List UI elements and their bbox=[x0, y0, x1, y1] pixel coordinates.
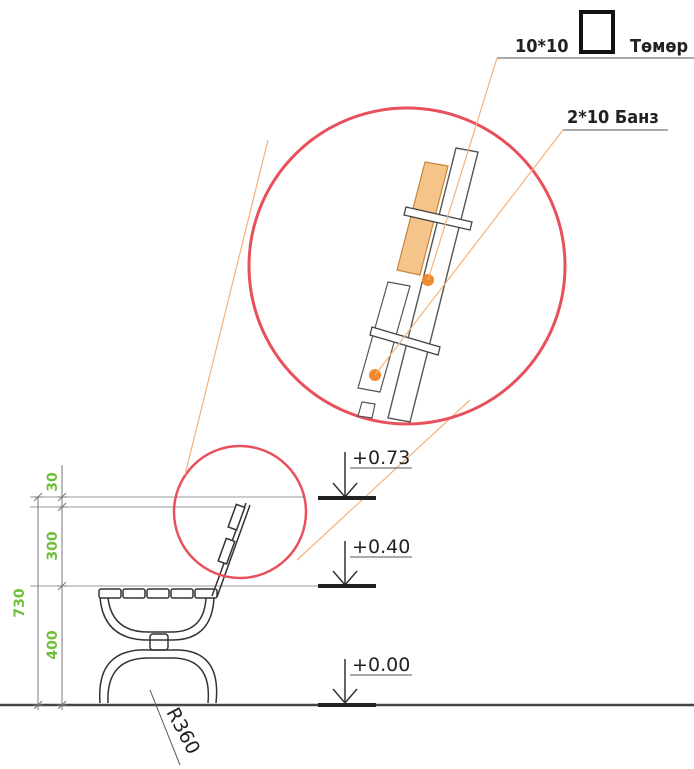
wood-plank-stub bbox=[357, 401, 376, 419]
level-top-sign: + bbox=[352, 447, 368, 469]
backrest-detail bbox=[357, 147, 479, 423]
level-seat-sign: + bbox=[352, 536, 368, 558]
detail-circle-small bbox=[172, 444, 308, 580]
zoom-leader-left bbox=[184, 139, 269, 476]
steel-size-label: 10*10 bbox=[515, 36, 569, 57]
level-marker-seat: + 0.40 bbox=[318, 536, 412, 588]
level-seat-value: 0.40 bbox=[368, 536, 410, 558]
level-marker-top: + 0.73 bbox=[318, 447, 412, 500]
bench-legs bbox=[99, 597, 218, 704]
detail-circle-large bbox=[247, 106, 567, 426]
square-section-icon bbox=[579, 10, 615, 54]
backrest bbox=[211, 502, 251, 598]
wood-callout-leader bbox=[374, 129, 564, 376]
dim-30-label: 30 bbox=[45, 472, 61, 492]
level-ground-sign: + bbox=[352, 654, 368, 676]
dim-400-label: 400 bbox=[45, 630, 61, 659]
dim-300-label: 300 bbox=[45, 531, 61, 560]
steel-callout-leader bbox=[427, 57, 498, 281]
radius-label: R360 bbox=[162, 704, 205, 758]
wood-material-label: 2*10 Банз bbox=[567, 107, 659, 128]
bolt-lower bbox=[369, 326, 441, 356]
radius-leader bbox=[149, 689, 181, 766]
steel-material-label: Төмөр bbox=[630, 36, 688, 57]
level-top-value: 0.73 bbox=[368, 447, 410, 469]
dim-730-label: 730 bbox=[12, 588, 28, 617]
vertical-dimensions bbox=[33, 465, 67, 710]
seat-planks bbox=[98, 588, 218, 599]
bolt-upper bbox=[403, 206, 473, 231]
level-ground-value: 0.00 bbox=[368, 654, 410, 676]
zoom-leader-right bbox=[296, 399, 471, 561]
level-marker-ground: + 0.00 bbox=[318, 654, 412, 707]
